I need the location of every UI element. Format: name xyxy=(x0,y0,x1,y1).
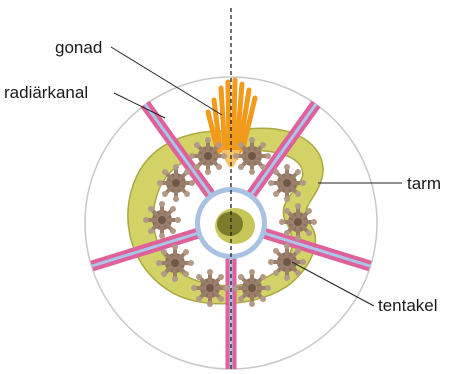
label-tentacle: tentakel xyxy=(378,296,438,315)
esophagus-core xyxy=(217,212,243,236)
label-gonad: gonad xyxy=(55,38,102,57)
label-radial-canal: radiärkanal xyxy=(4,83,88,102)
label-gut: tarm xyxy=(407,174,441,193)
